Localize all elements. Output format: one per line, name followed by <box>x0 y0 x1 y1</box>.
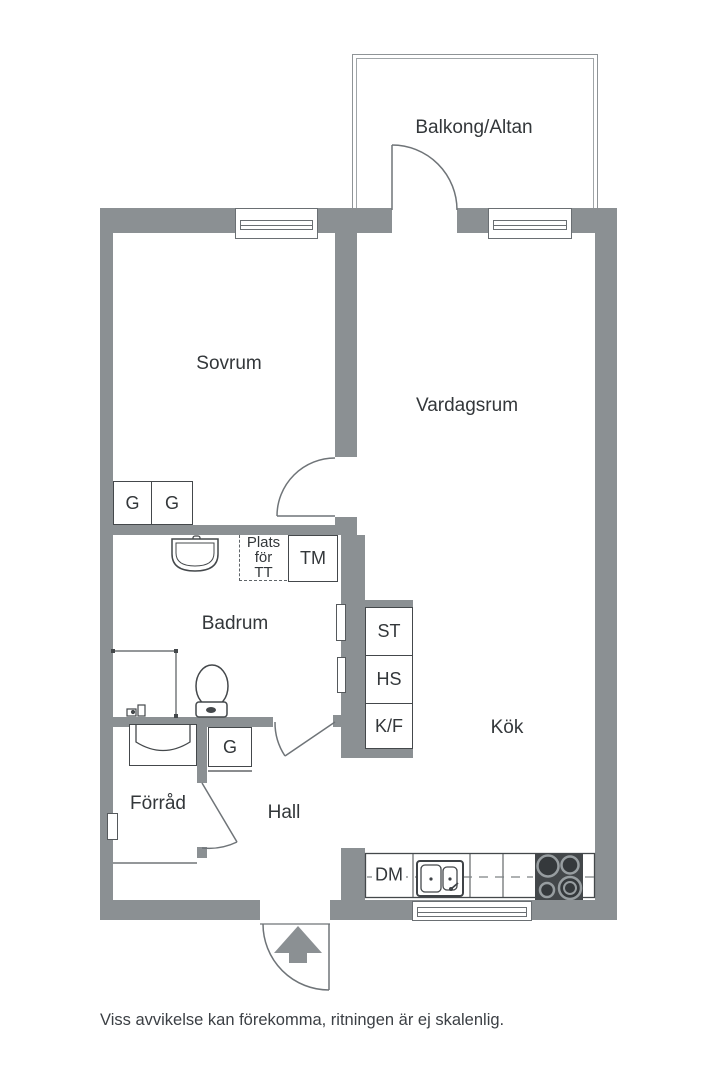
balcony-outline-outer <box>352 54 598 212</box>
room-label-balcony: Balkong/Altan <box>415 117 533 138</box>
stove-icon <box>535 853 583 901</box>
fridge-freezer-box: K/F <box>365 703 413 749</box>
room-label-kitchen: Kök <box>490 717 524 738</box>
storage-wall-niche <box>107 813 118 840</box>
bedroom-window <box>235 208 318 239</box>
household-cabinet-box: HS <box>365 655 413 704</box>
washing-machine-label: TM <box>300 548 326 568</box>
shower-area-icon <box>111 649 178 718</box>
dryer-space-line: TT <box>254 564 273 581</box>
wall-left <box>100 208 113 920</box>
storage-door-swing-icon <box>201 782 238 850</box>
wardrobe-label: G <box>164 492 179 513</box>
kitchen-window <box>412 901 532 921</box>
window-glazing <box>493 220 567 230</box>
bathroom-door-swing-icon <box>274 721 336 757</box>
wall-cabinet-stub-bottom <box>341 748 413 758</box>
wall-bathroom-door-jamb <box>333 715 345 727</box>
dryer-space-line: Plats <box>246 534 281 551</box>
shower-mixer-icon <box>126 704 146 717</box>
room-label-storage: Förråd <box>130 793 186 814</box>
room-label-living-room: Vardagsrum <box>415 395 519 416</box>
wall-bottom-left <box>100 900 260 920</box>
room-label-bathroom: Badrum <box>201 613 269 634</box>
cleaning-cabinet-box: ST <box>365 607 413 656</box>
room-label-hall: Hall <box>267 802 301 823</box>
kitchen-sink-icon <box>416 860 464 897</box>
hall-wardrobe-label: G <box>222 736 237 757</box>
washing-machine-box: TM <box>288 535 338 582</box>
wall-bathroom-bottom <box>100 717 273 727</box>
wall-bedroom-bathroom <box>100 525 357 535</box>
toilet-icon <box>195 664 229 718</box>
wardrobe-label: G <box>125 492 140 513</box>
living-room-window <box>488 208 572 239</box>
bathroom-wall-niche-2 <box>337 657 346 693</box>
window-glazing <box>240 220 313 230</box>
entrance-arrow-icon <box>274 926 322 963</box>
balcony-outline-inner <box>356 58 594 212</box>
room-label-bedroom: Sovrum <box>196 353 262 374</box>
bedroom-wardrobe-2: G <box>151 481 193 525</box>
fridge-freezer-label: K/F <box>374 715 403 736</box>
dishwasher-label: DM <box>372 864 406 886</box>
entrance-door-swing-icon <box>260 923 330 991</box>
wall-hall-storage <box>197 718 207 783</box>
wall-top-c <box>457 208 488 233</box>
disclaimer-text: Viss avvikelse kan förekomma, ritningen … <box>100 1011 505 1029</box>
wall-top-a <box>100 208 235 233</box>
bedroom-door-swing-icon <box>276 457 336 517</box>
wall-right <box>595 208 617 920</box>
cleaning-cabinet-label: ST <box>377 621 401 641</box>
bathroom-sink-icon <box>171 535 219 572</box>
wall-bedroom-living <box>335 208 357 457</box>
wall-bathroom-kitchen <box>341 535 365 758</box>
wall-cabinet-stub-top <box>341 600 413 607</box>
storage-closet-box <box>129 724 197 766</box>
dryer-space-line: för <box>254 549 273 566</box>
household-cabinet-label: HS <box>376 669 402 689</box>
bedroom-wardrobe-1: G <box>113 481 152 525</box>
wall-kitchen-hall-stub <box>341 848 365 920</box>
bathroom-wall-niche-1 <box>336 604 346 641</box>
window-glazing <box>417 907 527 917</box>
dryer-space-box: Plats för TT <box>239 535 287 581</box>
wall-hall-storage-stub <box>197 847 207 858</box>
hall-wardrobe-box: G <box>208 727 252 767</box>
